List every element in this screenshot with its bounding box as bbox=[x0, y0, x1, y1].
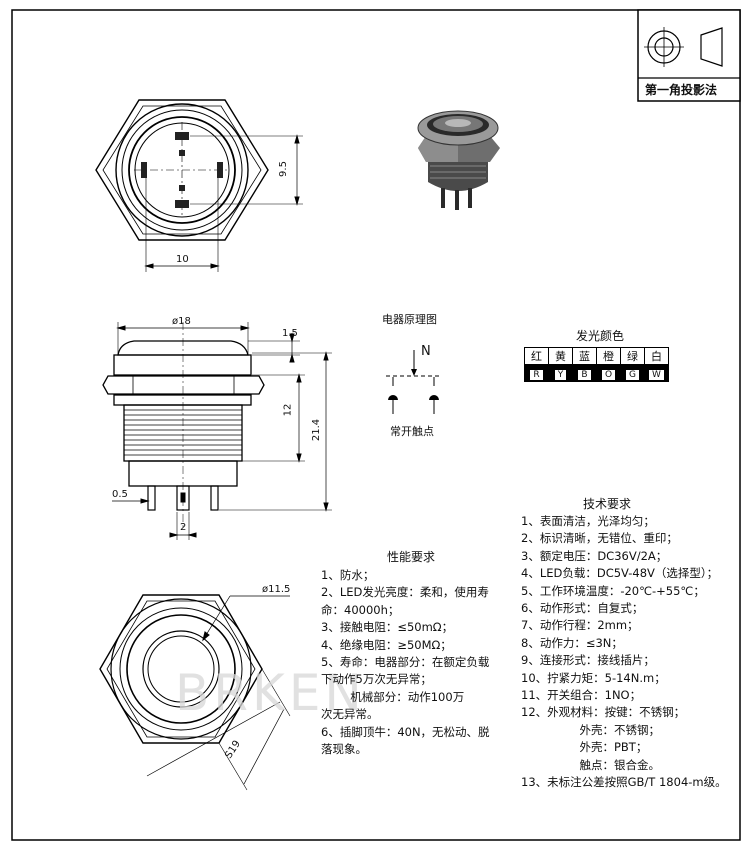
color-code: W bbox=[649, 369, 664, 380]
top-view bbox=[95, 99, 303, 272]
color-code-row: R Y B O G W bbox=[524, 364, 669, 382]
dim-side-step: 1.5 bbox=[282, 328, 298, 339]
technical-line: 触点：银合金。 bbox=[521, 757, 660, 772]
dim-side-diameter: ø18 bbox=[172, 316, 191, 327]
dim-top-height: 9.5 bbox=[277, 161, 289, 177]
bottom-view bbox=[99, 594, 291, 791]
technical-line: 6、动作形式：自复式； bbox=[521, 601, 644, 616]
technical-line: 13、未标注公差按照GB/T 1804-m级。 bbox=[521, 775, 727, 790]
dim-side-thread: 12 bbox=[282, 403, 294, 417]
performance-line: 落现象。 bbox=[321, 742, 367, 757]
technical-line: 外壳：不锈钢； bbox=[521, 722, 660, 737]
schematic-caption: 常开触点 bbox=[390, 425, 434, 438]
technical-line: 7、动作行程：2mm； bbox=[521, 618, 639, 633]
color-name-row: 红 黄 蓝 橙 绿 白 bbox=[524, 347, 669, 365]
performance-line: 2、LED发光亮度：柔和，使用寿 bbox=[321, 585, 489, 600]
technical-line: 8、动作力：≤3N； bbox=[521, 635, 623, 650]
dim-side-total: 21.4 bbox=[311, 418, 323, 442]
side-view bbox=[102, 322, 332, 540]
dim-side-pin-offset: 0.5 bbox=[112, 489, 128, 500]
performance-title: 性能要求 bbox=[387, 550, 436, 564]
schematic-n-label: N bbox=[421, 344, 431, 359]
projection-label: 第一角投影法 bbox=[645, 83, 718, 97]
performance-line: 命：40000h； bbox=[321, 602, 400, 617]
color-code: O bbox=[601, 369, 616, 380]
performance-line: 机械部分：动作100万 bbox=[321, 689, 465, 704]
color-name: 蓝 bbox=[572, 347, 597, 365]
technical-line: 9、连接形式：接线插片； bbox=[521, 653, 655, 668]
color-code: G bbox=[626, 369, 639, 380]
technical-line: 1、表面清洁，光泽均匀； bbox=[521, 514, 655, 528]
dim-top-width: 10 bbox=[176, 254, 189, 265]
watermark: BRKEN bbox=[175, 664, 366, 722]
sheet-border bbox=[11, 9, 741, 841]
product-illustration bbox=[417, 110, 500, 210]
color-name: 橙 bbox=[596, 347, 621, 365]
technical-line: 3、额定电压：DC36V/2A； bbox=[521, 548, 668, 563]
technical-title: 技术要求 bbox=[583, 497, 632, 511]
color-code: Y bbox=[554, 369, 567, 380]
technical-line: 外壳：PBT； bbox=[521, 740, 648, 755]
performance-list: 1、防水； 2、LED发光亮度：柔和，使用寿 命：40000h； 3、接触电阻：… bbox=[321, 567, 490, 758]
technical-line: 2、标识清晰，无错位、重印； bbox=[521, 531, 678, 546]
color-code: B bbox=[578, 369, 591, 380]
color-code: R bbox=[530, 369, 543, 380]
color-name: 白 bbox=[644, 347, 669, 365]
schematic-title: 电器原理图 bbox=[382, 313, 437, 326]
technical-line: 10、拧紧力矩：5-14N.m； bbox=[521, 670, 666, 685]
circuit-schematic bbox=[386, 350, 440, 414]
performance-line: 6、插脚顶牛：40N，无松动、脱 bbox=[321, 724, 490, 739]
color-name: 红 bbox=[524, 347, 549, 365]
projection-symbol bbox=[637, 9, 741, 102]
technical-line: 5、工作环境温度：-20℃-+55℃； bbox=[521, 583, 705, 598]
color-name: 绿 bbox=[620, 347, 645, 365]
performance-line: 4、绝缘电阻：≥50MΩ； bbox=[321, 637, 452, 652]
color-name: 黄 bbox=[548, 347, 573, 365]
color-table: 红 黄 蓝 橙 绿 白 R Y B O G W bbox=[524, 347, 669, 382]
performance-line: 次无异常。 bbox=[321, 707, 379, 722]
performance-line: 下动作5万次无异常； bbox=[321, 672, 432, 687]
performance-line: 5、寿命：电器部分：在额定负载 bbox=[321, 655, 490, 670]
technical-list: 1、表面清洁，光泽均匀； 2、标识清晰，无错位、重印； 3、额定电压：DC36V… bbox=[521, 513, 727, 792]
dim-side-pin-spacing: 2 bbox=[180, 522, 187, 533]
performance-line: 3、接触电阻：≤50mΩ； bbox=[321, 620, 454, 635]
performance-line: 1、防水； bbox=[321, 568, 375, 582]
technical-line: 4、LED负载：DC5V-48V（选择型）； bbox=[521, 566, 719, 581]
color-table-title: 发光颜色 bbox=[576, 329, 625, 343]
dim-bottom-diameter: ø11.5 bbox=[262, 584, 291, 595]
technical-line: 11、开关组合：1NO； bbox=[521, 688, 642, 703]
technical-line: 12、外观材料：按键：不锈钢； bbox=[521, 705, 686, 720]
